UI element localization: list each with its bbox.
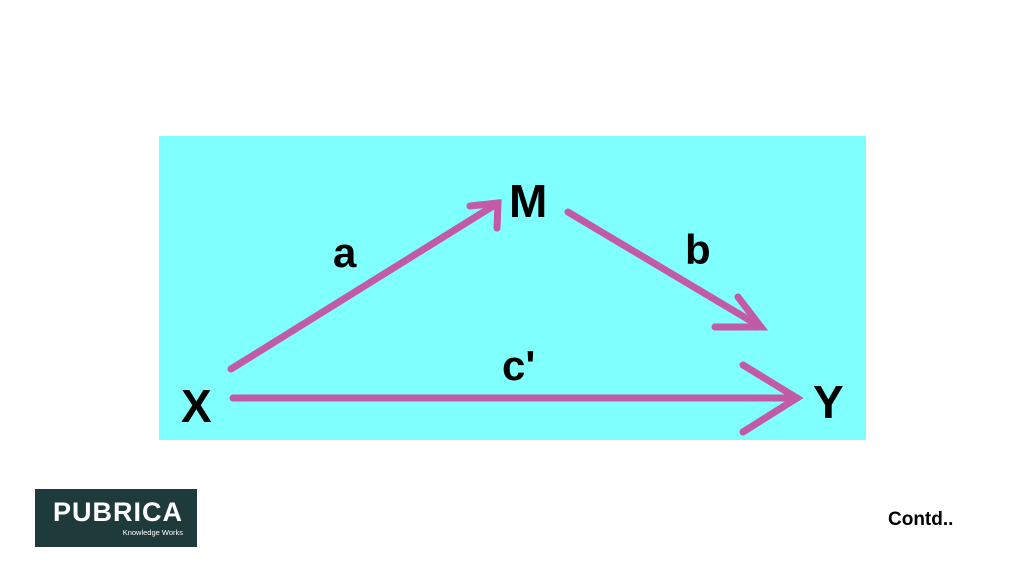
- mediation-diagram: X M Y a b c': [159, 136, 866, 440]
- logo-tagline: Knowledge Works: [122, 528, 183, 537]
- node-y-label: Y: [813, 376, 844, 428]
- edge-a-label: a: [333, 229, 357, 276]
- node-x-label: X: [181, 380, 212, 432]
- edge-b-label: b: [685, 226, 711, 273]
- pubrica-logo: PUBRICA Knowledge Works: [35, 489, 197, 547]
- arrow-x-to-m: [227, 199, 502, 373]
- arrow-m-to-y: [564, 208, 769, 331]
- node-m-label: M: [509, 175, 547, 227]
- contd-label: Contd..: [888, 509, 954, 530]
- logo-name: PUBRICA: [53, 497, 184, 527]
- diagram-canvas: X M Y a b c': [181, 175, 844, 436]
- edge-c-prime-label: c': [502, 342, 535, 389]
- arrow-x-to-y: [229, 361, 804, 436]
